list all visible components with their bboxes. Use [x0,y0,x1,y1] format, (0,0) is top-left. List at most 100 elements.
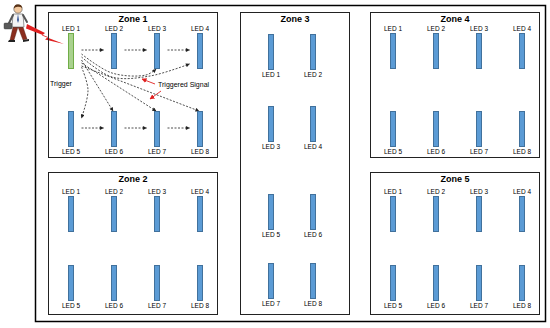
led-bar [268,106,274,142]
zone-box: Zone 3 LED 1 LED 2 LED 3 LED 4 LED 5 LED 6 LED … [240,12,350,315]
led-unit: LED 7 [147,265,168,309]
led-bar [433,111,439,147]
person-tie [17,14,19,23]
led-bar [390,265,396,301]
led-label: LED 3 [262,143,280,150]
led-label: LED 5 [62,148,80,155]
lightning-bolt [26,24,64,44]
led-label: LED 8 [191,302,209,309]
led-label: LED 5 [384,148,402,155]
led-bar [310,263,316,299]
led-unit: LED 3 [469,188,490,232]
person-arm [9,15,13,23]
signal-arrow [125,128,147,129]
led-unit: LED 2 [303,34,324,78]
led-unit: LED 2 [426,188,447,232]
led-label: LED 8 [513,302,531,309]
led-unit: LED 4 [190,25,211,69]
led-unit: LED 4 [190,188,211,232]
led-bar [154,196,160,232]
led-label: LED 1 [262,71,280,78]
outer-frame [36,6,546,322]
led-label: LED 6 [105,148,123,155]
led-unit: LED 3 [469,25,490,69]
led-label: LED 7 [148,302,166,309]
led-bar [268,263,274,299]
briefcase [4,23,12,29]
led-label: LED 3 [148,25,166,32]
led-bar [433,196,439,232]
signal-arrow [82,66,200,111]
led-unit: LED 8 [190,111,211,155]
led-unit: LED 6 [303,194,324,238]
signal-arrow [168,50,190,51]
led-label: LED 5 [384,302,402,309]
led-unit: LED 8 [190,265,211,309]
led-unit: LED 8 [512,111,533,155]
led-bar [268,194,274,230]
zone-box: Zone 2LED 1LED 2LED 3LED 4LED 5LED 6LED … [48,172,218,315]
led-label: LED 2 [304,71,322,78]
led-unit: LED 5 [61,265,82,309]
led-bar [197,196,203,232]
led-label: LED 8 [513,148,531,155]
led-bar [197,111,203,147]
led-label: LED 3 [470,188,488,195]
led-unit: LED 2 [426,25,447,69]
led-bar [68,33,74,69]
led-bar [310,106,316,142]
led-bar [476,111,482,147]
zone-box: Zone 4LED 1LED 2LED 3LED 4LED 5LED 6LED … [370,12,540,158]
led-label: LED 7 [148,148,166,155]
led-label: LED 1 [384,188,402,195]
led-bar [519,265,525,301]
led-bar [476,196,482,232]
led-label: LED 3 [470,25,488,32]
led-unit: LED 3 [147,25,168,69]
led-bar [390,111,396,147]
led-label: LED 1 [62,25,80,32]
led-bar [111,265,117,301]
person-shirt [12,14,24,27]
led-unit: LED 1 [383,188,404,232]
led-bar [154,265,160,301]
led-bar [197,33,203,69]
zone-title: Zone 1 [49,15,217,25]
led-unit: LED 7 [261,263,282,307]
zone-title: Zone 4 [371,15,539,25]
led-unit: LED 5 [61,111,82,155]
led-bar [154,111,160,147]
led-label: LED 8 [191,148,209,155]
led-label: LED 2 [105,188,123,195]
annotation: Triggered Signal [158,81,209,89]
led-label: LED 4 [513,25,531,32]
red-arrow [142,79,155,84]
signal-arrow [125,50,147,51]
zone-title: Zone 3 [241,15,349,25]
led-bar [519,196,525,232]
led-bar [154,33,160,69]
led-bar [68,111,74,147]
led-label: LED 7 [262,300,280,307]
led-bar [476,265,482,301]
led-bar [310,194,316,230]
led-label: LED 5 [262,231,280,238]
led-unit: LED 8 [303,263,324,307]
led-bar [111,196,117,232]
led-bar [519,33,525,69]
signal-arrow [82,128,104,129]
led-label: LED 5 [62,302,80,309]
signal-arrow [82,50,104,51]
led-label: LED 4 [304,143,322,150]
signal-arrow [82,57,190,79]
led-unit: LED 7 [469,111,490,155]
led-label: LED 4 [191,25,209,32]
led-unit: LED 6 [104,265,125,309]
led-bar [476,33,482,69]
red-arrow [150,91,161,99]
led-unit: LED 4 [512,25,533,69]
